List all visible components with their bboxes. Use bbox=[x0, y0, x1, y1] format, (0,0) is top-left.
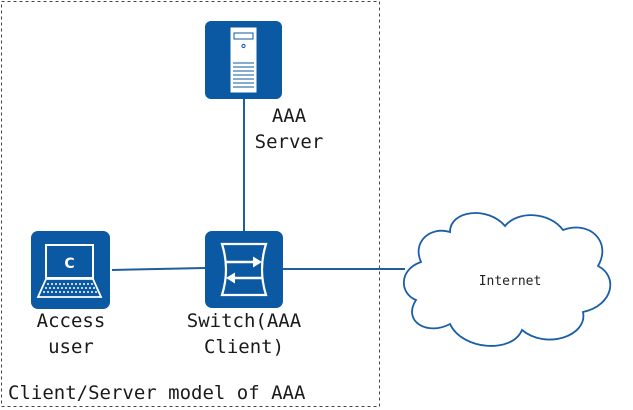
user-label-line1: Access bbox=[37, 310, 106, 332]
server-label-line2: Server bbox=[255, 131, 324, 153]
model-boundary bbox=[1, 1, 380, 407]
internet-label: Internet bbox=[479, 274, 542, 289]
cloud-icon: Internet bbox=[403, 212, 612, 347]
user-switch-link bbox=[111, 267, 206, 271]
diagram-caption: Client/Server model of AAA bbox=[8, 382, 306, 404]
server-icon bbox=[205, 21, 282, 99]
switch-icon bbox=[205, 231, 283, 308]
switch-label-line1: Switch(AAA bbox=[187, 310, 302, 332]
laptop-badge: C bbox=[64, 256, 74, 272]
laptop-icon: C bbox=[31, 231, 110, 309]
switch-label-line2: Client) bbox=[204, 336, 284, 358]
user-label-line2: user bbox=[48, 336, 94, 358]
server-label-line1: AAA bbox=[272, 105, 307, 127]
